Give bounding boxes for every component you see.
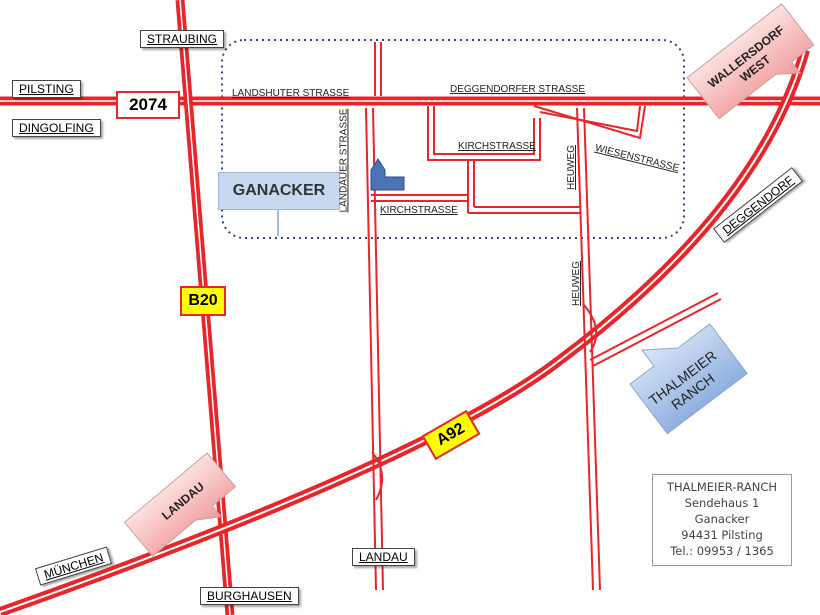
address-line4: 94431 Pilsting [681,528,763,542]
address-line5: Tel.: 09953 / 1365 [670,544,774,558]
road-a92 [0,48,810,615]
bridge-landauer [371,451,383,501]
arrow-ranch [629,323,748,435]
address-line3: Ganacker [694,512,750,526]
street-landshuter: LANDSHUTER STRASSE [232,88,350,99]
place-pilsting: PILSTING [12,80,81,98]
street-deggendorfer: DEGGENDORFER STRASSE [450,84,586,95]
street-landauer: LANDAUER STRASSE [338,108,350,213]
place-burghausen: BURGHAUSEN [200,587,299,605]
street-heuweg-lower: HEUWEG [571,261,582,306]
house-icon [370,158,405,191]
bridge-heuweg [583,304,598,353]
street-kirch-upper: KIRCHSTRASSE [458,141,536,152]
place-straubing: STRAUBING [140,30,225,48]
address-line1: THALMEIER-RANCH [666,480,778,494]
road-shield-2074: 2074 [116,91,180,119]
arrow-landau [123,452,237,557]
minor-roads [365,42,722,591]
street-heuweg-upper: HEUWEG [566,145,577,190]
village-boundary [221,39,685,239]
street-kirch-lower: KIRCHSTRASSE [380,205,458,216]
arrow-wallersdorf [686,3,815,120]
address-box: THALMEIER-RANCH Sendehaus 1 Ganacker 944… [652,474,792,566]
village-label: GANACKER [218,172,340,210]
road-shield-b20: B20 [180,286,226,316]
place-dingolfing: DINGOLFING [12,119,101,137]
place-landau: LANDAU [352,548,415,566]
address-line2: Sendehaus 1 [684,496,760,510]
